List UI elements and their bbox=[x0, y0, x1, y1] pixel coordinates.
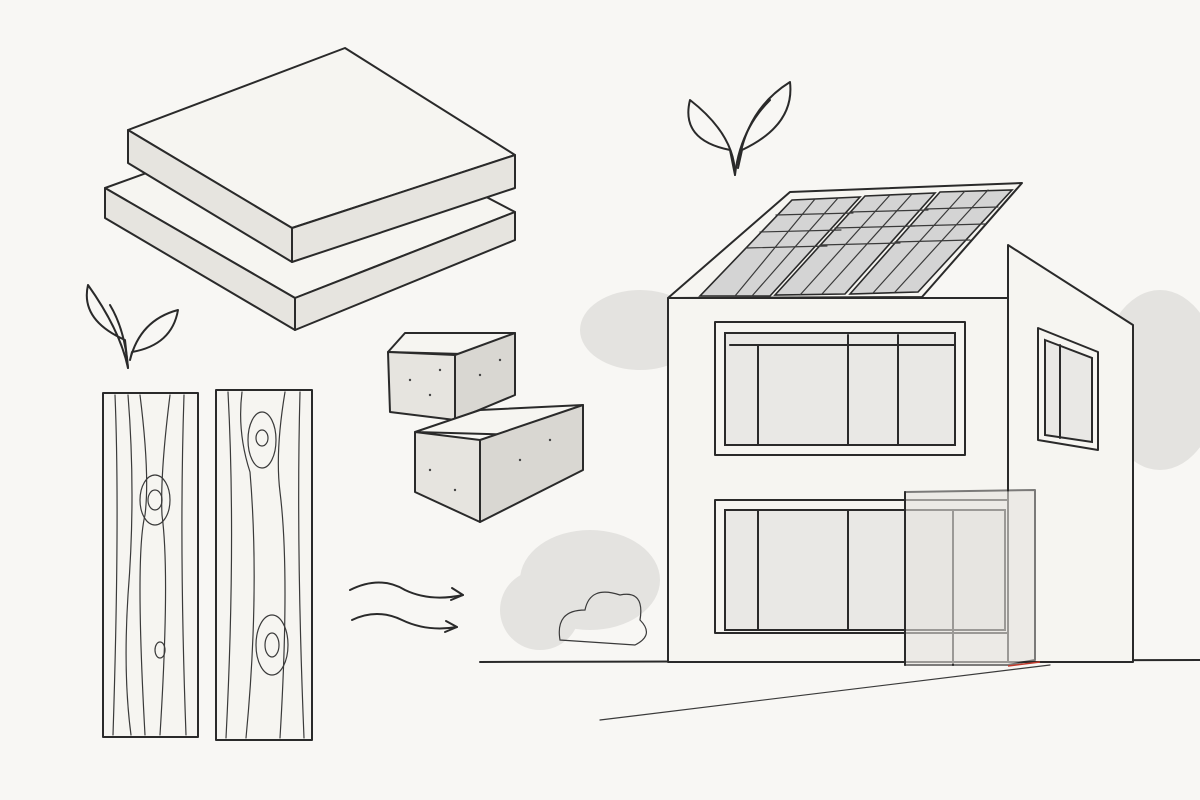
insulation-slabs bbox=[104, 47, 516, 331]
concrete-blocks bbox=[387, 332, 584, 523]
window-side bbox=[1037, 327, 1099, 451]
arrow-icon bbox=[349, 581, 464, 633]
leaf-icon bbox=[85, 284, 179, 369]
leaf-icon bbox=[687, 81, 792, 176]
solar-panels bbox=[698, 189, 1014, 297]
wood-planks bbox=[102, 389, 313, 741]
window-upper bbox=[714, 321, 966, 456]
house bbox=[479, 182, 1200, 721]
window-lower bbox=[714, 489, 1041, 667]
